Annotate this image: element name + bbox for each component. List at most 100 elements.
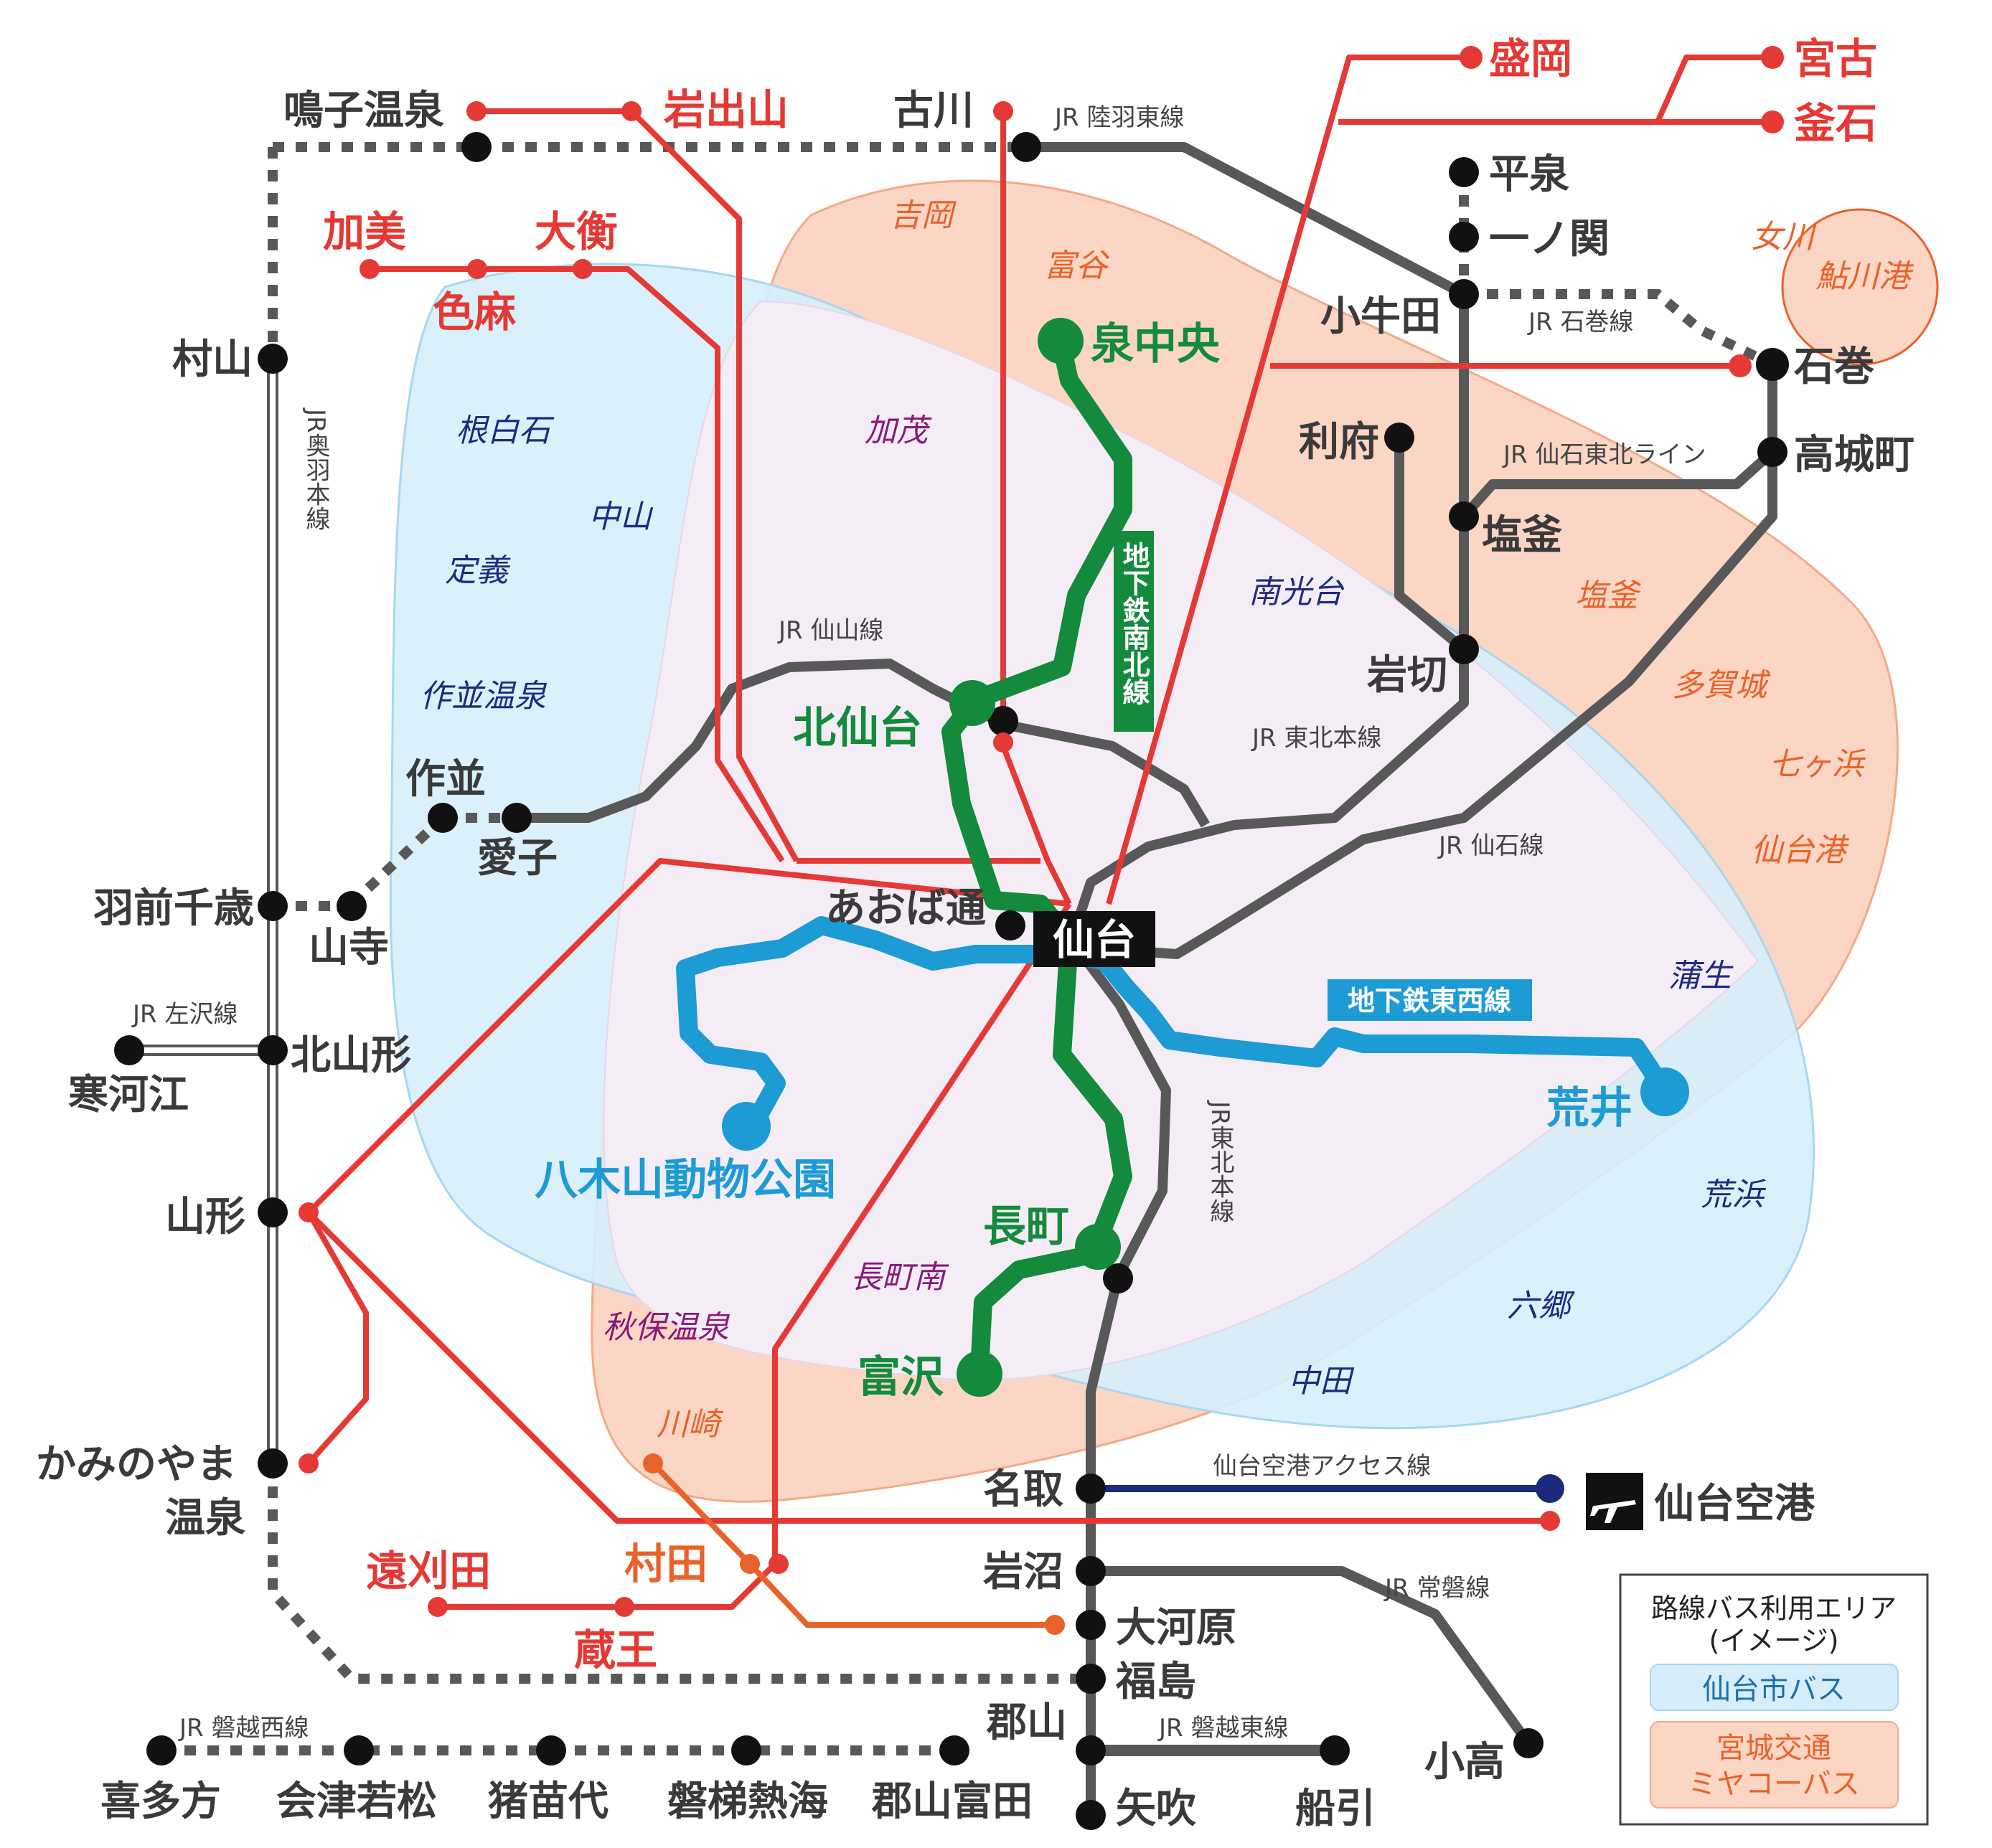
area-arahama: 荒浜: [1701, 1177, 1767, 1213]
station-hiraizumi: 平泉: [1489, 151, 1569, 198]
namboku-badge: [1114, 531, 1154, 732]
line-tohoku-main-v: JR東北本線: [1206, 1100, 1234, 1223]
stop-zao: 蔵王: [574, 1626, 657, 1674]
area-sakunami-onsen: 作並温泉: [420, 678, 548, 715]
stop-ohira: 大衡: [535, 207, 618, 256]
station-izumi-chuo: 泉中央: [1091, 319, 1221, 369]
station-arai: 荒井: [1546, 1083, 1632, 1133]
station-kita-sendai: 北仙台: [793, 703, 922, 753]
line-aterazawa: JR 左沢線: [131, 1000, 238, 1029]
tozai-badge: [1328, 979, 1532, 1021]
area-ayukawa: 鮎川港: [1815, 258, 1915, 295]
station-funehiki: 船引: [1295, 1786, 1376, 1832]
stop-togatta: 遠刈田: [366, 1547, 491, 1595]
station-yamadera: 山寺: [309, 925, 389, 971]
area-rokugo: 六郷: [1507, 1288, 1575, 1324]
stop-kamaishi: 釜石: [1793, 99, 1877, 148]
legend-city-bus-swatch: [1650, 1664, 1899, 1711]
legend-title-2: (イメージ): [1709, 1625, 1839, 1656]
area-akiu-onsen: 秋保温泉: [603, 1309, 730, 1346]
station-odaka: 小高: [1424, 1739, 1505, 1786]
station-nagamachi: 長町: [983, 1202, 1069, 1252]
area-minami-kodai: 南光台: [1249, 574, 1345, 610]
station-kaminoyama-2: 温泉: [165, 1495, 245, 1542]
line-senzan: JR 仙山線: [777, 616, 883, 645]
area-sendai-port: 仙台港: [1751, 832, 1850, 869]
jr-solid-lines: [517, 142, 1777, 1829]
station-fukushima: 福島: [1115, 1659, 1196, 1705]
station-aiko: 愛子: [477, 835, 558, 882]
subway-nodes: [722, 318, 1689, 1503]
area-nakada: 中田: [1288, 1363, 1355, 1400]
station-ichinoseki: 一ノ関: [1489, 216, 1610, 263]
legend-title-1: 路線バス利用エリア: [1651, 1593, 1897, 1624]
area-nagamachi-minami: 長町南: [850, 1259, 949, 1296]
station-sakunami: 作並: [405, 756, 486, 803]
tozai-label: 地下鉄東西線: [1348, 985, 1511, 1017]
station-inawashiro: 猪苗代: [488, 1778, 609, 1825]
station-natori: 名取: [983, 1466, 1063, 1513]
area-shiogama: 塩釜: [1575, 578, 1642, 614]
jr-station-nodes: [114, 132, 1789, 1830]
stop-shikama: 色麻: [433, 288, 516, 336]
orange-stop-nodes: [643, 1453, 1065, 1635]
station-uzen-chitose: 羽前千歳: [93, 885, 254, 932]
stop-iwadeyama: 岩出山: [664, 85, 789, 134]
station-kaminoyama-1: かみのやま: [36, 1441, 237, 1488]
station-koriyama-tomita: 郡山富田: [871, 1778, 1033, 1825]
legend-miyagi-2: ミヤコーバス: [1688, 1768, 1860, 1801]
station-iwakiri: 岩切: [1367, 652, 1447, 699]
area-nakayama: 中山: [588, 499, 654, 535]
station-takagicho: 高城町: [1794, 432, 1915, 478]
station-tomizawa: 富沢: [858, 1352, 944, 1402]
bus-stop-nodes: [299, 46, 1784, 1617]
area-kamo: 加茂: [865, 412, 932, 449]
station-rifu: 利府: [1299, 419, 1379, 466]
line-banetsu-west: JR 磐越西線: [178, 1714, 309, 1743]
legend-miyagi-1: 宮城交通: [1716, 1732, 1831, 1765]
area-kawasaki: 川崎: [657, 1406, 724, 1443]
area-tomiya: 富谷: [1044, 248, 1110, 284]
station-naruko: 鳴子温泉: [283, 88, 444, 134]
stop-murata: 村田: [624, 1540, 708, 1588]
station-sendai-airport: 仙台空港: [1654, 1481, 1815, 1527]
line-airport-access: 仙台空港アクセス線: [1213, 1452, 1431, 1481]
area-tagajo: 多賀城: [1672, 667, 1771, 704]
legend-city-bus: 仙台市バス: [1702, 1673, 1846, 1706]
line-joban: JR 常磐線: [1383, 1574, 1490, 1603]
legend: 路線バス利用エリア (イメージ) 仙台市バス 宮城交通 ミヤコーバス: [1619, 1573, 1929, 1826]
station-ogawara: 大河原: [1116, 1605, 1236, 1651]
line-banetsu-east: JR 磐越東線: [1157, 1714, 1288, 1743]
area-neshiroishi: 根白石: [456, 412, 555, 449]
station-furukawa: 古川: [893, 88, 974, 134]
station-yabuki: 矢吹: [1116, 1786, 1196, 1832]
area-shichigahama: 七ヶ浜: [1769, 746, 1866, 783]
area-jogi: 定義: [445, 552, 511, 589]
sendai-station-label: 仙台: [1053, 915, 1136, 964]
station-aoba-dori: あおば通: [825, 885, 986, 932]
stop-kami: 加美: [323, 207, 406, 256]
line-ishinomaki: JR 石巻線: [1527, 308, 1633, 336]
station-ishinomaki: 石巻: [1794, 344, 1874, 390]
line-tohoku-main: JR 東北本線: [1251, 724, 1381, 753]
station-kogota: 小牛田: [1320, 293, 1441, 340]
onagawa-area: [1781, 208, 1939, 366]
murata-route: [651, 1461, 1055, 1628]
area-onagawa: 女川: [1751, 219, 1817, 255]
area-gamo: 蒲生: [1668, 958, 1734, 994]
station-koriyama: 郡山: [986, 1700, 1067, 1746]
line-senseki-tohoku: JR 仙石東北ライン: [1502, 440, 1706, 469]
station-aizu-wakamatsu: 会津若松: [276, 1778, 437, 1825]
station-shiogama: 塩釜: [1482, 512, 1562, 559]
legend-miyagi-swatch: [1650, 1721, 1899, 1809]
station-murayama: 村山: [172, 336, 253, 383]
station-bandai-atami: 磐梯熱海: [667, 1778, 828, 1825]
station-kitayamagata: 北山形: [291, 1032, 411, 1079]
station-yamagata: 山形: [165, 1194, 245, 1240]
airplane-icon: [1586, 1473, 1643, 1530]
station-yagiyama: 八木山動物公園: [535, 1155, 836, 1205]
line-senseki: JR 仙石線: [1437, 831, 1544, 860]
station-iwanuma: 岩沼: [983, 1549, 1063, 1595]
area-yoshioka: 吉岡: [890, 197, 957, 234]
